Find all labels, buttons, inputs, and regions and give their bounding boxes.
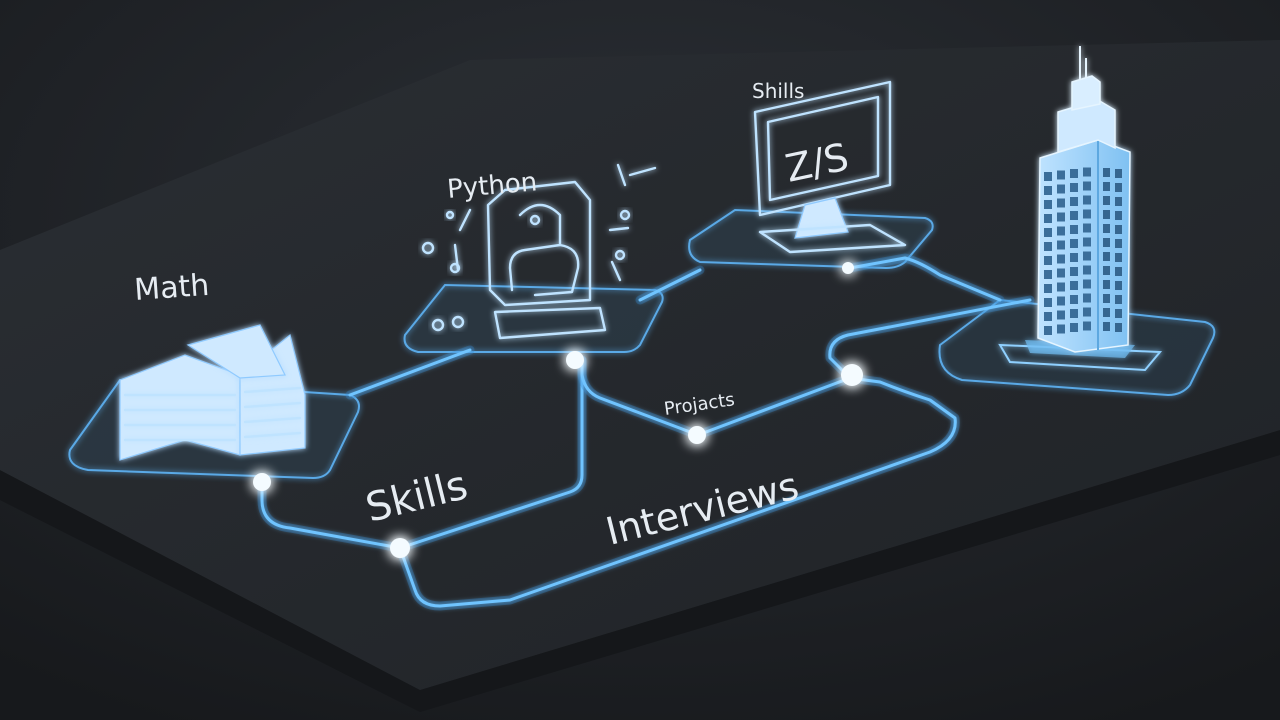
window [1115,295,1122,304]
window [1057,324,1065,334]
window [1083,321,1091,331]
window [1070,253,1078,262]
window [1057,226,1065,236]
window [1070,323,1078,332]
window [1103,294,1110,303]
window [1070,295,1078,304]
window [1070,211,1078,220]
window [1070,183,1078,192]
window [1057,170,1065,180]
slate-board-edge [0,430,1280,712]
window [1044,200,1052,209]
window [1103,252,1110,261]
window [1057,184,1065,194]
skyscraper-windows [1044,167,1122,335]
window [1103,280,1110,289]
window [1070,197,1078,206]
window [1115,183,1122,192]
node-projects [688,426,706,444]
window [1083,265,1091,275]
window [1044,298,1052,307]
window [1103,182,1110,191]
window [1115,323,1122,332]
window [1103,210,1110,219]
window [1057,240,1065,250]
window [1083,251,1091,261]
window [1115,267,1122,276]
window [1044,186,1052,195]
window [1057,282,1065,292]
window [1115,281,1122,290]
window [1070,239,1078,248]
window [1070,281,1078,290]
node-shills [842,262,854,274]
window [1115,197,1122,206]
window [1083,181,1091,191]
node-skills [390,538,410,558]
node-tower-junction [841,364,863,386]
window [1103,266,1110,275]
window [1044,270,1052,279]
math-label: Math [133,268,210,308]
window [1044,256,1052,265]
window [1103,224,1110,233]
window [1044,284,1052,293]
python-pad [403,283,664,353]
python-logo-icon [421,163,657,340]
window [1057,310,1065,320]
node-python [566,351,584,369]
window [1070,309,1078,318]
node-math [253,473,271,491]
window [1115,169,1122,178]
window [1083,209,1091,219]
window [1103,196,1110,205]
window [1044,172,1052,181]
window [1044,326,1052,335]
window [1115,225,1122,234]
window [1083,307,1091,317]
monitor-icon [753,80,907,254]
window [1103,308,1110,317]
shills-label: Shills [752,79,804,103]
window [1057,254,1065,264]
window [1044,214,1052,223]
window [1057,212,1065,222]
window [1070,267,1078,276]
window [1115,309,1122,318]
window [1115,239,1122,248]
window [1057,268,1065,278]
open-book-icon [119,324,306,461]
window [1103,322,1110,331]
window [1070,169,1078,178]
window [1057,296,1065,306]
shills-pad [688,208,934,270]
window [1044,242,1052,251]
window [1103,238,1110,247]
window [1083,223,1091,233]
window [1083,237,1091,247]
window [1103,168,1110,177]
window [1070,225,1078,234]
window [1057,198,1065,208]
window [1083,293,1091,303]
window [1115,211,1122,220]
window [1044,228,1052,237]
window [1083,279,1091,289]
window [1083,167,1091,177]
window [1115,253,1122,262]
slate-board [0,40,1280,690]
window [1044,312,1052,321]
window [1083,195,1091,205]
